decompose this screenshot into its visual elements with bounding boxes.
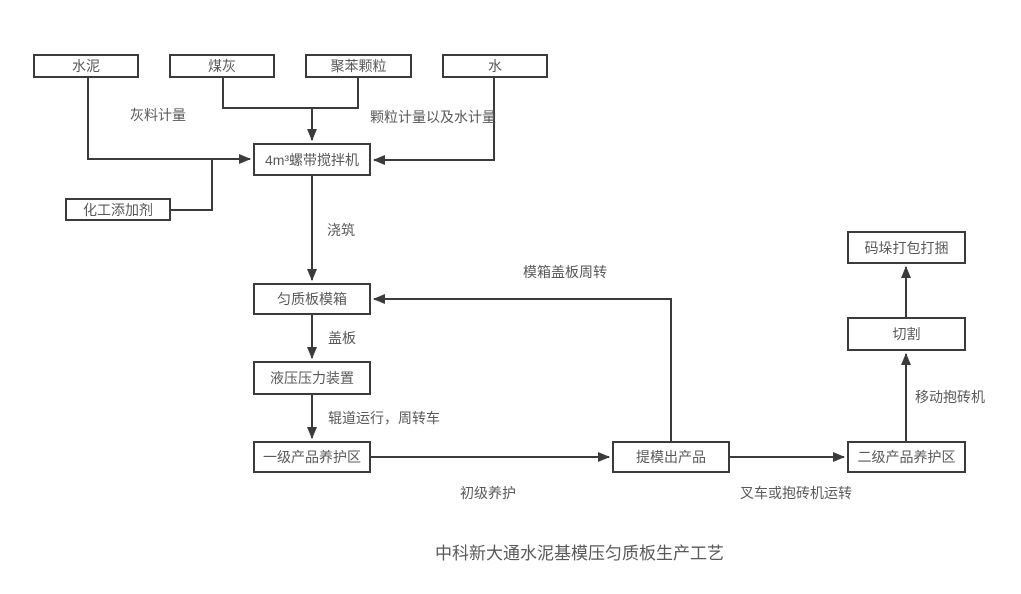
- node-demolded-product: 提模出产品: [612, 441, 730, 473]
- node-cement: 水泥: [33, 54, 139, 78]
- node-palletizing-packing: 码垛打包打捆: [847, 231, 966, 264]
- edge-label-cover-plate: 盖板: [328, 330, 356, 346]
- edge-label-pouring: 浇筑: [327, 222, 355, 238]
- edge-additive-join: [171, 160, 213, 211]
- node-screw-mixer: 4m³螺带搅拌机: [253, 143, 371, 176]
- node-coal-ash: 煤灰: [169, 54, 275, 78]
- edge-cement-to-mixer: [87, 78, 251, 164]
- node-polystyrene-granules: 聚苯颗粒: [305, 54, 412, 78]
- node-hydraulic-press: 液压压力装置: [253, 361, 371, 395]
- node-secondary-curing-area: 二级产品养护区: [847, 441, 966, 473]
- edge-label-ash-metering: 灰料计量: [130, 107, 186, 123]
- edge-label-mold-cover-circulation: 模箱盖板周转: [523, 264, 607, 280]
- edge-water-to-mixer: [373, 78, 495, 165]
- edge-demold-to-moldbox-return: [373, 294, 672, 441]
- node-mold-box: 匀质板模箱: [253, 283, 371, 315]
- diagram-title: 中科新大通水泥基模压匀质板生产工艺: [435, 544, 724, 563]
- node-primary-curing-area: 一级产品养护区: [253, 441, 371, 473]
- edge-label-forklift-transfer: 叉车或抱砖机运转: [740, 485, 852, 501]
- edge-label-primary-curing: 初级养护: [460, 485, 516, 501]
- edge-label-roller-transfer: 辊道运行，周转车: [328, 410, 440, 426]
- edge-label-mobile-brick-clamp: 移动抱砖机: [915, 389, 985, 405]
- node-chemical-additive: 化工添加剂: [65, 198, 171, 221]
- edge-coalash-granules-merge: [222, 78, 359, 109]
- edge-label-granule-water-metering: 颗粒计量以及水计量: [370, 109, 496, 125]
- node-water: 水: [442, 54, 548, 78]
- node-cutting: 切割: [847, 317, 966, 351]
